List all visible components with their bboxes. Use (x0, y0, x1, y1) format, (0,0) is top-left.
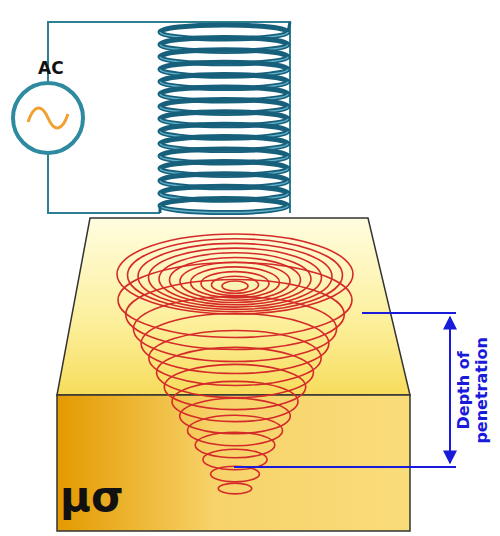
eddy-ring (133, 296, 336, 361)
dimension-label: Depth of penetration (455, 315, 492, 465)
eddy-current-rings (117, 234, 353, 494)
eddy-ring (191, 267, 280, 298)
coil-highlight (160, 206, 288, 213)
source-label: AC (38, 58, 64, 78)
conductive-block (57, 218, 410, 531)
coil-lead (288, 22, 290, 32)
eddy-ring (211, 466, 260, 482)
eddy-ring (149, 330, 321, 385)
ac-source-symbol (13, 83, 83, 153)
eddy-ring (187, 415, 282, 445)
eddy-ring (201, 272, 269, 296)
eddy-ring (149, 248, 322, 307)
eddy-ring (218, 483, 251, 494)
coil-turn (160, 199, 288, 213)
eddy-ring (118, 263, 352, 338)
eddy-ring (128, 239, 343, 312)
eddy-ring (222, 281, 248, 291)
coil-windings (160, 22, 290, 213)
eddy-ring (126, 280, 345, 350)
eddy-ring (164, 364, 305, 409)
eddy-ring (138, 243, 332, 309)
coil-lead (159, 206, 162, 213)
depth-bracket (234, 313, 456, 467)
material-symbols: μσ (60, 472, 124, 521)
